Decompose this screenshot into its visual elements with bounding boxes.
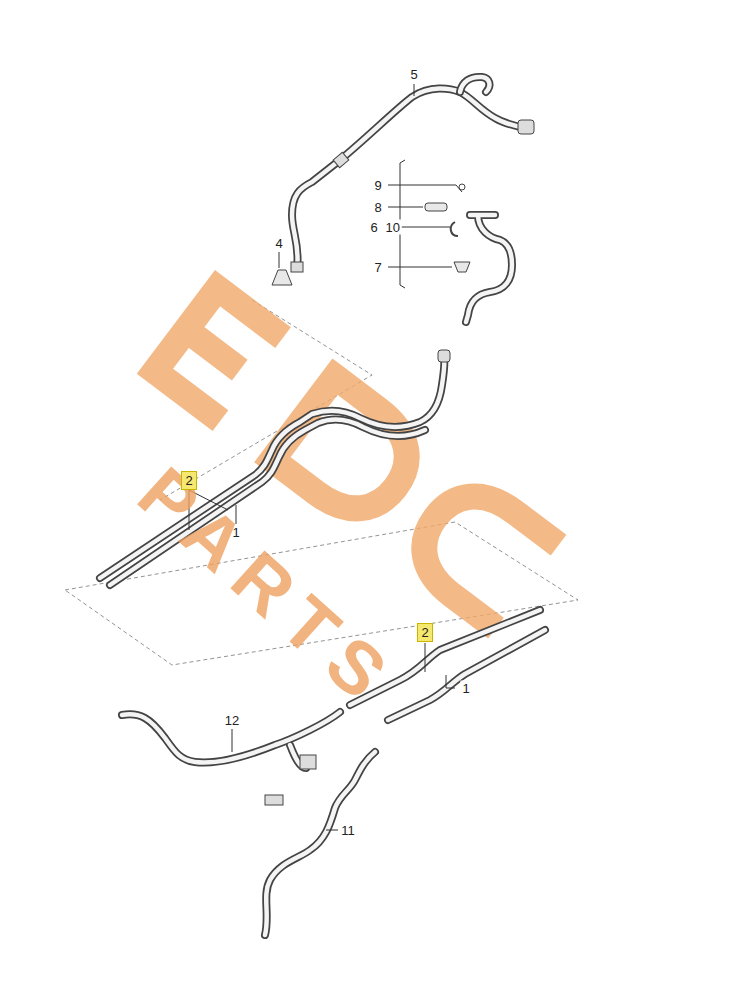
highlighted-callout: 2 (181, 471, 197, 490)
callout-number: 5 (408, 67, 419, 82)
callout-number: 12 (223, 713, 241, 728)
highlighted-callout: 2 (417, 623, 433, 642)
callout-number: 8 (372, 200, 383, 215)
callout-number: 2 (182, 473, 196, 488)
callout-number: 10 (384, 220, 402, 235)
callout-number: 11 (339, 823, 357, 838)
callout-number: 1 (460, 681, 471, 696)
callout-number: 4 (273, 236, 284, 251)
callout-number: 9 (372, 178, 383, 193)
callout-number: 7 (372, 260, 383, 275)
callout-number: 6 (368, 220, 379, 235)
callout-number: 2 (418, 625, 432, 640)
